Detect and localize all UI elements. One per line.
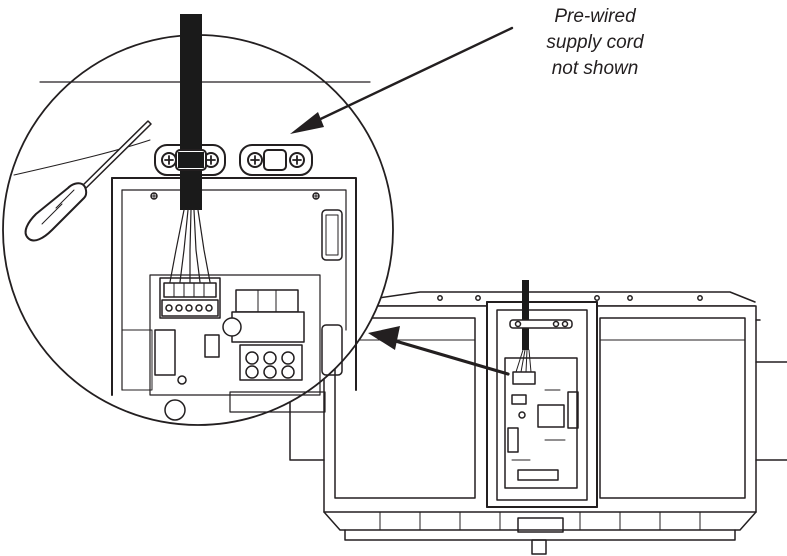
callout-note: Pre-wired supply cord not shown [520,4,670,82]
callout-line-1: Pre-wired [554,6,636,27]
callout-line-3: not shown [551,58,639,79]
screwdriver-icon [24,120,152,242]
callout-line-2: supply cord [546,32,644,53]
pointer-arrow-icon [290,26,514,376]
